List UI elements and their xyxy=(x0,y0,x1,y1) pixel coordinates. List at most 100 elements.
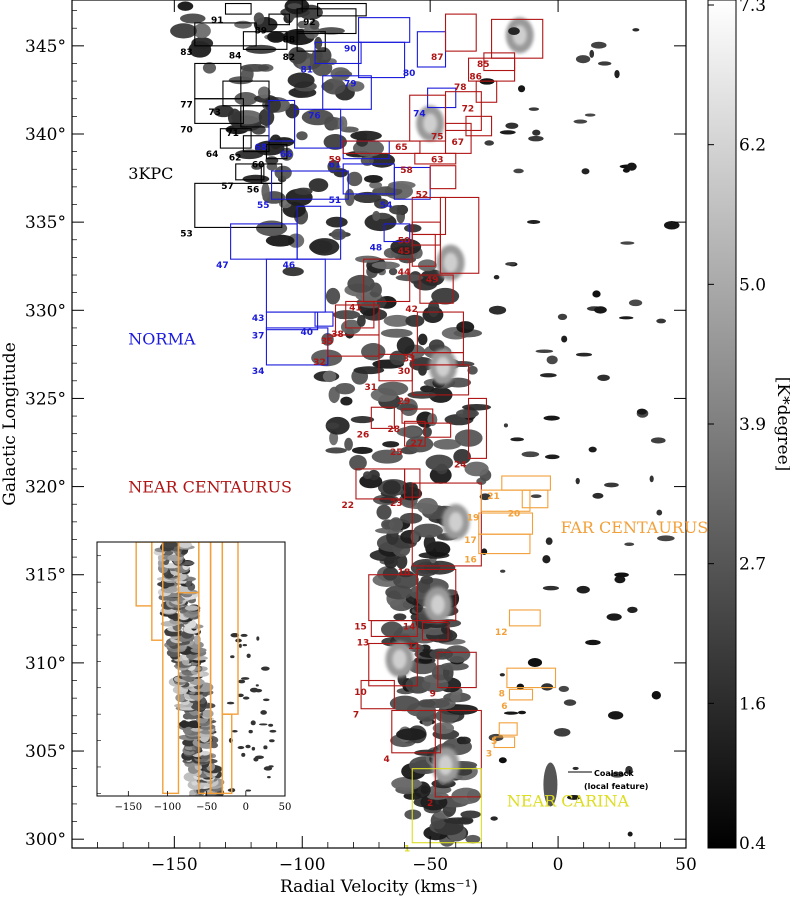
emission-speck xyxy=(498,757,507,764)
emission-blob xyxy=(350,130,382,141)
region-label: NORMA xyxy=(128,329,196,348)
emission-blob xyxy=(296,131,308,141)
region-box-label: 46 xyxy=(283,261,296,271)
emission-core xyxy=(392,649,407,670)
emission-blob xyxy=(428,339,445,352)
inset-speck xyxy=(251,746,256,751)
emission-blob xyxy=(388,267,398,276)
x-axis-label: Radial Velocity (kms⁻¹) xyxy=(280,877,478,897)
emission-speck xyxy=(625,765,633,775)
emission-blob xyxy=(390,238,422,256)
emission-speck xyxy=(542,555,551,564)
emission-core xyxy=(448,511,463,532)
emission-blob xyxy=(382,567,399,581)
inset-speck xyxy=(250,720,256,726)
region-box xyxy=(194,22,257,47)
emission-blob xyxy=(467,365,478,375)
colorbar-tick-label: 2.7 xyxy=(739,555,766,575)
emission-blob xyxy=(332,310,361,320)
emission-blob xyxy=(413,523,443,538)
region-box-label: 66 xyxy=(280,150,293,160)
emission-blob xyxy=(326,422,340,429)
emission-speck xyxy=(561,335,568,343)
emission-speck xyxy=(608,711,624,720)
emission-speck xyxy=(510,437,524,442)
region-box xyxy=(414,152,457,165)
emission-speck xyxy=(604,482,619,488)
region-box-label: 27 xyxy=(411,439,424,449)
emission-blob xyxy=(440,662,469,671)
y-tick-label: 310° xyxy=(25,654,66,674)
region-box-label: 70 xyxy=(180,125,193,135)
region-box-label: 71 xyxy=(226,129,239,139)
emission-blob xyxy=(340,396,353,406)
emission-speck xyxy=(597,374,610,381)
region-box xyxy=(444,13,477,52)
region-box-label: 9 xyxy=(430,690,436,700)
region-box-label: 83 xyxy=(180,48,193,58)
emission-blob xyxy=(258,108,275,127)
region-box xyxy=(317,2,367,17)
region-box-label: 77 xyxy=(180,101,193,111)
region-box xyxy=(268,99,296,142)
emission-speck xyxy=(488,305,507,315)
x-tick-label: 50 xyxy=(675,855,697,875)
region-box-label: 42 xyxy=(405,305,418,315)
emission-speck xyxy=(610,771,625,778)
region-box xyxy=(296,8,357,35)
region-box-label: 87 xyxy=(431,53,444,63)
region-box-label: 24 xyxy=(454,460,467,470)
region-box-label: 44 xyxy=(398,268,411,278)
emission-blob xyxy=(202,62,217,74)
region-box-label: 84 xyxy=(229,51,242,61)
emission-speck xyxy=(650,437,666,444)
emission-blob xyxy=(418,699,436,708)
region-box-label: 85 xyxy=(477,60,490,70)
region-box-label: 28 xyxy=(387,425,400,435)
emission-speck xyxy=(503,423,508,428)
colorbar-tick-label: 3.9 xyxy=(739,415,766,435)
inset-speck xyxy=(269,729,277,733)
emission-speck xyxy=(614,575,626,584)
inset-speck xyxy=(263,766,273,771)
emission-blob xyxy=(389,695,420,712)
y-tick-label: 325° xyxy=(25,389,66,409)
inset-region-box xyxy=(162,542,180,795)
emission-blob xyxy=(213,104,234,118)
emission-speck xyxy=(632,28,640,32)
emission-blob xyxy=(349,455,367,471)
emission-blob xyxy=(455,408,479,418)
region-box xyxy=(501,475,551,491)
emission-speck xyxy=(663,220,680,230)
region-box xyxy=(437,651,477,689)
emission-blob xyxy=(274,165,292,180)
emission-speck xyxy=(614,572,629,578)
inset-emission-blob xyxy=(182,738,196,747)
emission-blob xyxy=(417,259,437,272)
region-box-label: 17 xyxy=(464,536,477,546)
emission-blob xyxy=(453,449,471,465)
emission-speck xyxy=(581,168,590,175)
region-box xyxy=(265,144,288,160)
region-box xyxy=(465,115,493,137)
emission-speck xyxy=(493,275,500,280)
emission-blob xyxy=(353,366,385,375)
emission-blob xyxy=(420,269,445,287)
emission-blob xyxy=(253,12,265,25)
region-box-label: 11 xyxy=(408,642,421,652)
region-box xyxy=(270,170,349,200)
inset-speck xyxy=(231,729,238,733)
emission-blob xyxy=(325,216,348,228)
emission-blob xyxy=(416,497,438,515)
emission-core xyxy=(423,113,438,134)
emission-speck xyxy=(532,129,541,136)
emission-speck xyxy=(656,318,667,324)
region-box xyxy=(219,128,252,149)
emission-blob xyxy=(242,174,270,184)
emission-blob xyxy=(297,20,307,29)
region-box-label: 80 xyxy=(403,69,416,79)
emission-speck xyxy=(575,477,580,485)
region-box-label: 74 xyxy=(413,110,426,120)
